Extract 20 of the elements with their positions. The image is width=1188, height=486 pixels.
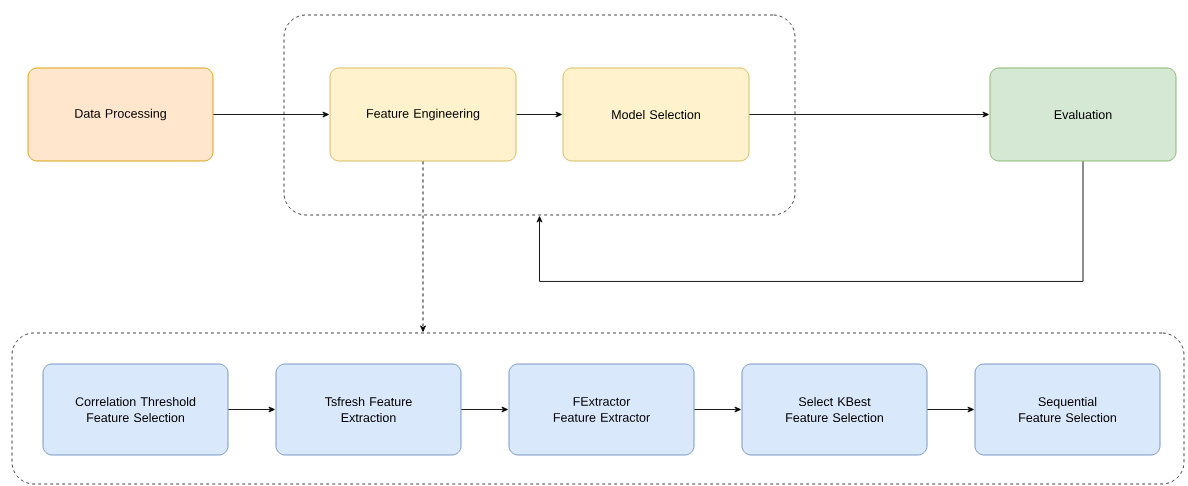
arrow — [516, 111, 562, 118]
arrow — [228, 406, 275, 413]
group-frame — [283, 14, 796, 216]
process-box: Sequential Feature Selection — [974, 363, 1161, 456]
arrow — [749, 111, 989, 118]
process-box: Select KBest Feature Selection — [741, 363, 928, 456]
arrow — [927, 406, 974, 413]
arrow — [213, 111, 329, 118]
process-box: Evaluation — [989, 67, 1177, 162]
arrow — [694, 406, 741, 413]
process-box: FExtractor Feature Extractor — [508, 363, 695, 456]
process-box: Correlation Threshold Feature Selection — [42, 363, 229, 456]
arrow — [420, 161, 426, 332]
process-box: Feature Engineering — [329, 67, 517, 162]
process-box: Tsfresh Feature Extraction — [275, 363, 462, 456]
arrow — [536, 161, 1084, 282]
arrow — [461, 406, 508, 413]
process-box: Model Selection — [562, 67, 750, 162]
process-box: Data Processing — [27, 67, 214, 162]
group-frame — [11, 332, 1185, 485]
